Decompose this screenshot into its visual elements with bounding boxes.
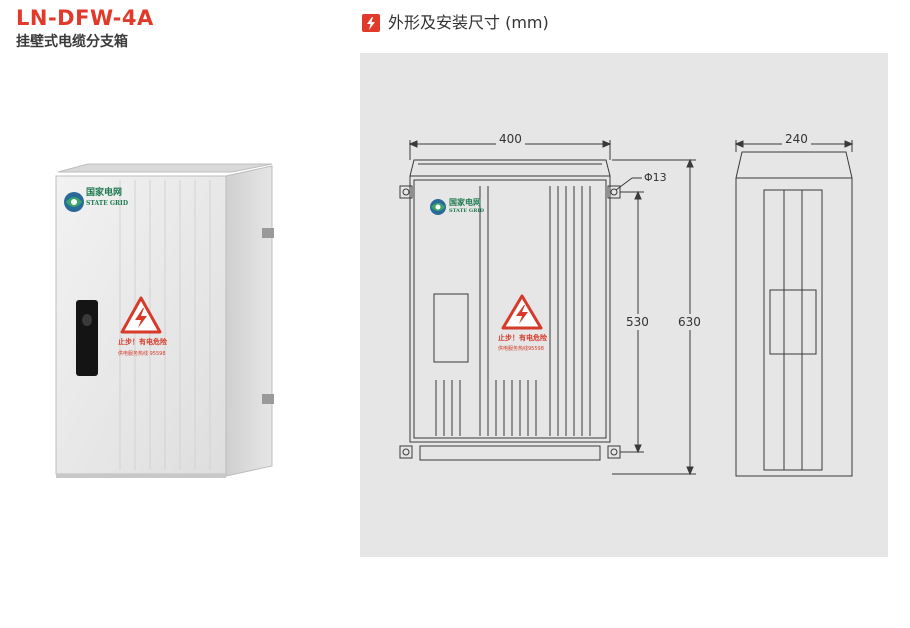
drawing-service-text: 供电服务热线95598: [498, 346, 544, 352]
dim-hole-diameter: Φ13: [644, 171, 667, 184]
dim-width-front: 400: [496, 132, 525, 146]
dim-mount-height: 530: [626, 314, 649, 330]
photo-brand-cn: 国家电网: [86, 188, 123, 198]
drawing-brand-cn: 国家电网: [449, 198, 481, 207]
drawing-brand-en: STATE GRID: [449, 208, 485, 214]
photo-service-text: 供电服务热线 95598: [118, 351, 166, 357]
section-header: 外形及安装尺寸 (mm): [362, 12, 549, 34]
door-handle: [76, 300, 98, 376]
product-model-name: 挂壁式电缆分支箱: [16, 34, 128, 50]
high-voltage-warning-icon: [120, 296, 162, 334]
photo-warning-text: 止步！有电危险: [118, 338, 167, 346]
drawing-logo-icon: [430, 199, 446, 215]
lock-icon: [82, 314, 92, 326]
product-model-code: LN-DFW-4A: [16, 6, 154, 30]
photo-brand-en: STATE GRID: [86, 200, 129, 207]
lightning-bolt-icon: [362, 14, 380, 32]
drawing-warning-icon: [501, 294, 543, 330]
state-grid-logo-icon: [64, 192, 84, 212]
section-title: 外形及安装尺寸 (mm): [388, 13, 549, 32]
dim-width-side: 240: [782, 132, 811, 146]
drawing-warning-text: 止步！有电危险: [498, 334, 547, 342]
dim-total-height: 630: [678, 314, 701, 330]
